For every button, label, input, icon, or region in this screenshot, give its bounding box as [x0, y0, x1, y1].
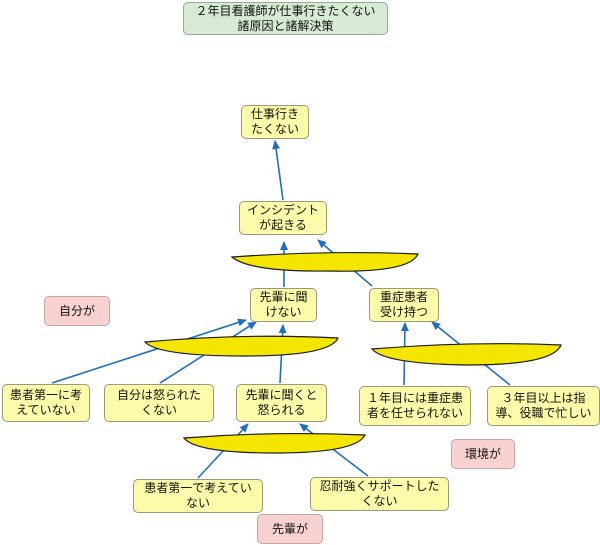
node-first-year-severe: １年目には重症患 者を任せられない: [359, 386, 471, 426]
bracket-severe-causes: [370, 343, 562, 366]
node-severe-patient: 重症患者 受け持つ: [369, 288, 439, 322]
node-patient-support-not: 忍耐強くサポートした くない: [310, 477, 449, 511]
category-environment: 環境が: [451, 439, 515, 469]
diagram-title: ２年目看護師が仕事行きたくない 諸原因と諸解決策: [183, 2, 388, 35]
category-senior: 先輩が: [257, 514, 323, 544]
category-self: 自分が: [44, 296, 110, 326]
node-patient-first-not: 患者第一に考 えていない: [2, 384, 90, 422]
arrow-support-to-scolded: [299, 423, 369, 477]
node-third-year-busy: ３年目以上は指 導、役職で忙しい: [487, 386, 600, 426]
node-scolded-when-ask: 先輩に聞くと 怒られる: [236, 384, 327, 422]
group-brackets: [143, 251, 562, 454]
node-fear-scolded: 自分は怒られた くない: [104, 384, 214, 422]
bracket-scolded-causes: [182, 432, 366, 454]
node-senior-patient-first-not: 患者第一で考えてい ない: [133, 479, 263, 513]
arrow-incident-to-goal: [272, 140, 284, 201]
node-cannot-ask: 先輩に聞 けない: [250, 288, 317, 322]
arrow-patient-first-to-cannot-ask: [51, 318, 247, 384]
node-incident: インシデント が起きる: [239, 201, 327, 235]
bracket-incident-causes: [230, 251, 419, 272]
node-goal: 仕事行き たくない: [241, 105, 309, 139]
bracket-cannot-ask-causes: [143, 335, 339, 357]
